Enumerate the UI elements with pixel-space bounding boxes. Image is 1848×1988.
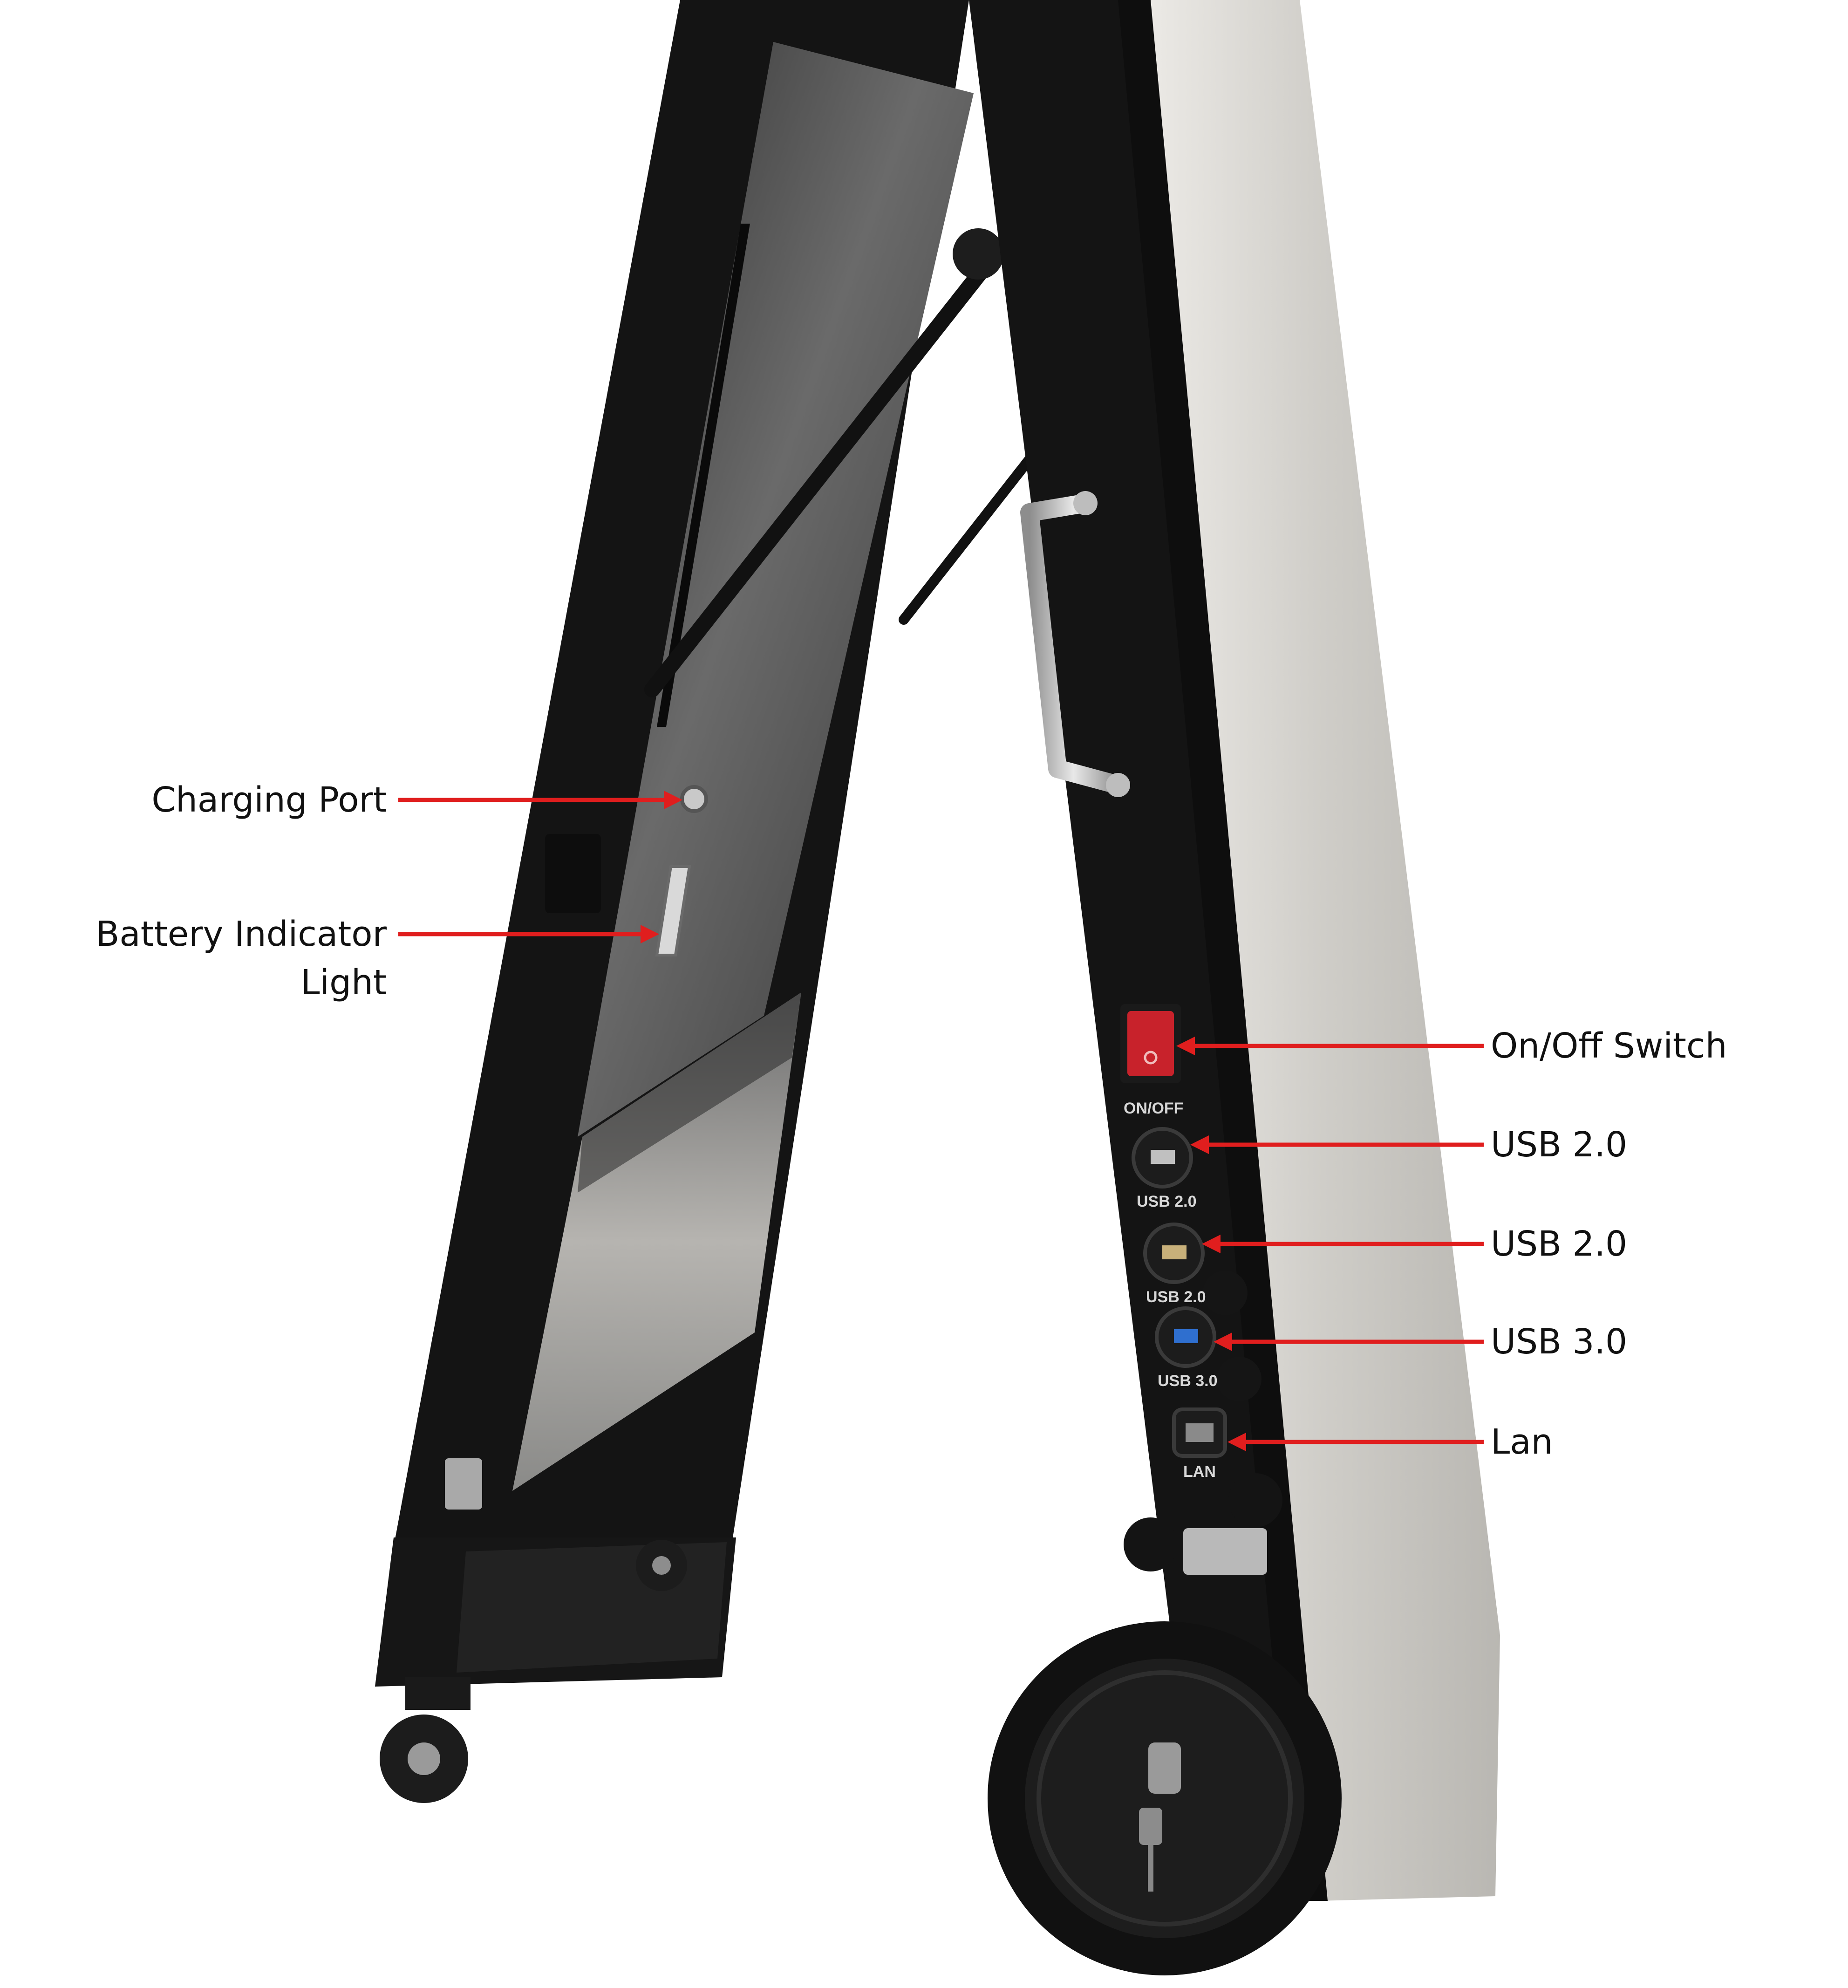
- battery-indicator-icon: [655, 865, 691, 956]
- lan-port-icon: [1172, 1407, 1227, 1458]
- charging-port-icon: [680, 785, 708, 813]
- arrowhead-icon: [1202, 1235, 1221, 1253]
- callout-lan: Lan: [1491, 1418, 1677, 1466]
- port-cap-icon: [1228, 1473, 1282, 1527]
- callout-battery-indicator-line2: Light: [300, 963, 387, 1003]
- callout-usb-2-0-first-text: USB 2.0: [1491, 1125, 1628, 1165]
- port-label-on-off: ON/OFF: [1124, 1100, 1183, 1117]
- on-off-switch-icon: [1120, 1004, 1181, 1083]
- callout-on-off-switch-text: On/Off Switch: [1491, 1026, 1727, 1066]
- arrowhead-icon: [1176, 1037, 1195, 1055]
- gas-strut: [644, 228, 1044, 697]
- callout-lan-text: Lan: [1491, 1422, 1553, 1462]
- callout-battery-indicator: Battery Indicator Light: [28, 910, 387, 1007]
- port-label-usb-c: USB 3.0: [1158, 1372, 1218, 1390]
- rear-wheel-icon: [988, 1621, 1342, 1975]
- arrowhead-icon: [1227, 1433, 1246, 1451]
- port-cap-icon: [1124, 1517, 1178, 1571]
- arrowhead-icon: [664, 791, 682, 809]
- front-panel: ON/OFF USB 2.0 USB 2.0 USB 3.0: [969, 0, 1500, 1975]
- usb-port-icon: [1143, 1223, 1248, 1315]
- callout-usb-2-0-second-text: USB 2.0: [1491, 1224, 1628, 1264]
- carry-handle: [1020, 491, 1130, 797]
- port-label-usb-b: USB 2.0: [1146, 1288, 1206, 1306]
- callout-usb-2-0-first: USB 2.0: [1491, 1120, 1724, 1169]
- rear-caster-icon: [380, 1540, 687, 1803]
- latch-icon: [445, 1458, 482, 1510]
- arrowhead-icon: [1190, 1135, 1209, 1154]
- grip-recess: [545, 834, 601, 913]
- callout-usb-3-0: USB 3.0: [1491, 1318, 1724, 1366]
- callout-charging-port: Charging Port: [84, 776, 387, 824]
- callout-usb-3-0-text: USB 3.0: [1491, 1322, 1628, 1362]
- callout-charging-port-text: Charging Port: [151, 780, 387, 820]
- arrowhead-icon: [1214, 1332, 1232, 1351]
- rear-panel: [375, 0, 974, 1803]
- callout-usb-2-0-second: USB 2.0: [1491, 1220, 1724, 1268]
- callout-on-off-switch: On/Off Switch: [1491, 1022, 1817, 1070]
- usb-port-icon: [1132, 1127, 1193, 1189]
- callout-arrows: [398, 791, 1484, 1451]
- port-label-usb-a: USB 2.0: [1137, 1193, 1197, 1210]
- port-label-lan: LAN: [1183, 1463, 1216, 1481]
- callout-battery-indicator-line1: Battery Indicator: [95, 914, 387, 954]
- arrowhead-icon: [641, 925, 659, 943]
- clasp-icon: [1183, 1528, 1267, 1575]
- usb3-port-icon: [1155, 1306, 1262, 1401]
